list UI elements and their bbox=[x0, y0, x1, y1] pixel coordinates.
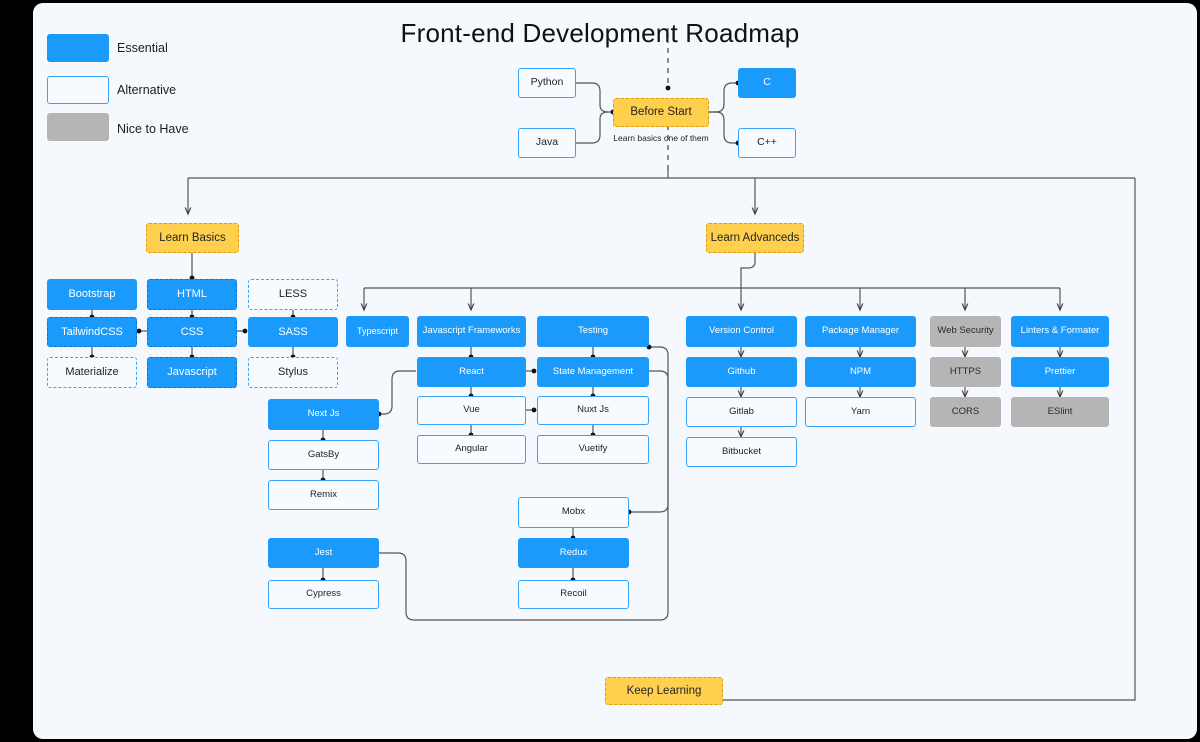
node-c[interactable]: C bbox=[738, 68, 796, 98]
node-keep-learning[interactable]: Keep Learning bbox=[605, 677, 723, 705]
node-redux[interactable]: Redux bbox=[518, 538, 629, 568]
node-nuxt-js[interactable]: Nuxt Js bbox=[537, 396, 649, 425]
node-python[interactable]: Python bbox=[518, 68, 576, 98]
node-materialize[interactable]: Materialize bbox=[47, 357, 137, 388]
legend-swatch-essential bbox=[47, 34, 109, 62]
legend-label-alternative: Alternative bbox=[117, 83, 177, 97]
legend-label-nice-to-have: Nice to Have bbox=[117, 122, 189, 136]
node-version-control[interactable]: Version Control bbox=[686, 316, 797, 347]
node-state-management[interactable]: State Management bbox=[537, 357, 649, 387]
node-npm[interactable]: NPM bbox=[805, 357, 916, 387]
node-sass[interactable]: SASS bbox=[248, 317, 338, 347]
node-next-js[interactable]: Next Js bbox=[268, 399, 379, 430]
node-yarn[interactable]: Yarn bbox=[805, 397, 916, 427]
node-tailwindcss[interactable]: TailwindCSS bbox=[47, 317, 137, 347]
legend-swatch-alternative bbox=[47, 76, 109, 104]
node-learn-basics[interactable]: Learn Basics bbox=[146, 223, 239, 253]
node-before-start[interactable]: Before Start bbox=[613, 98, 709, 127]
node-jest[interactable]: Jest bbox=[268, 538, 379, 568]
node-eslint[interactable]: ESlint bbox=[1011, 397, 1109, 427]
node-cors[interactable]: CORS bbox=[930, 397, 1001, 427]
node-linters-formater[interactable]: Linters & Formater bbox=[1011, 316, 1109, 347]
node-bootstrap[interactable]: Bootstrap bbox=[47, 279, 137, 310]
page-title: Front-end Development Roadmap bbox=[400, 18, 800, 48]
node-https[interactable]: HTTPS bbox=[930, 357, 1001, 387]
node-testing[interactable]: Testing bbox=[537, 316, 649, 347]
node-gitlab[interactable]: Gitlab bbox=[686, 397, 797, 427]
node-typescript[interactable]: Typescript bbox=[346, 316, 409, 347]
node-prettier[interactable]: Prettier bbox=[1011, 357, 1109, 387]
node-html[interactable]: HTML bbox=[147, 279, 237, 310]
node-remix[interactable]: Remix bbox=[268, 480, 379, 510]
node-mobx[interactable]: Mobx bbox=[518, 497, 629, 528]
node-java[interactable]: Java bbox=[518, 128, 576, 158]
node-vuetify[interactable]: Vuetify bbox=[537, 435, 649, 464]
node-javascript[interactable]: Javascript bbox=[147, 357, 237, 388]
node-bitbucket[interactable]: Bitbucket bbox=[686, 437, 797, 467]
node-stylus[interactable]: Stylus bbox=[248, 357, 338, 388]
node-css[interactable]: CSS bbox=[147, 317, 237, 347]
node-package-manager[interactable]: Package Manager bbox=[805, 316, 916, 347]
node-vue[interactable]: Vue bbox=[417, 396, 526, 425]
node-react[interactable]: React bbox=[417, 357, 526, 387]
caption-before-start: Learn basics one of them bbox=[613, 133, 709, 143]
node-github[interactable]: Github bbox=[686, 357, 797, 387]
legend-label-essential: Essential bbox=[117, 41, 168, 55]
legend-swatch-nice-to-have bbox=[47, 113, 109, 141]
node-web-security[interactable]: Web Security bbox=[930, 316, 1001, 347]
node-recoil[interactable]: Recoil bbox=[518, 580, 629, 609]
node-angular[interactable]: Angular bbox=[417, 435, 526, 464]
node-cpp[interactable]: C++ bbox=[738, 128, 796, 158]
node-javascript-frameworks[interactable]: Javascript Frameworks bbox=[417, 316, 526, 347]
node-cypress[interactable]: Cypress bbox=[268, 580, 379, 609]
node-gatsby[interactable]: GatsBy bbox=[268, 440, 379, 470]
node-less[interactable]: LESS bbox=[248, 279, 338, 310]
node-learn-advanceds[interactable]: Learn Advanceds bbox=[706, 223, 804, 253]
